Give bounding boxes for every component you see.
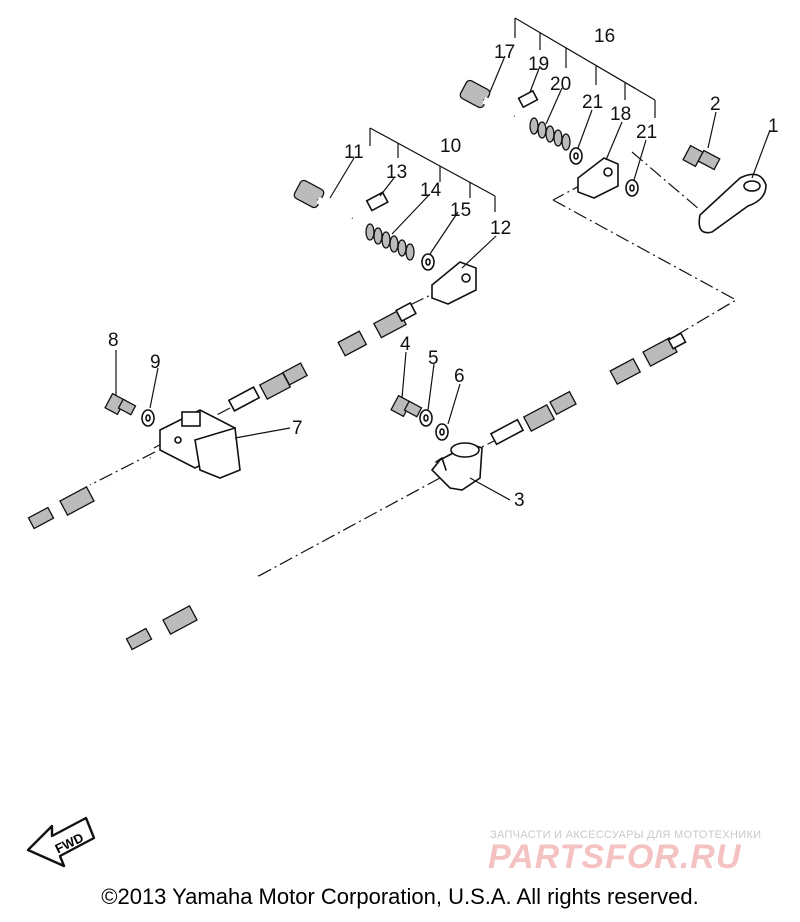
callout-3: 3 xyxy=(514,490,525,511)
callout-10: 10 xyxy=(440,136,461,157)
callout-11: 11 xyxy=(344,142,364,163)
bottom-cable xyxy=(125,575,259,651)
alignment-lines xyxy=(89,151,738,579)
lower-left-cable xyxy=(27,457,151,530)
copyright-notice: ©2013 Yamaha Motor Corporation, U.S.A. A… xyxy=(101,884,699,909)
leader-lines xyxy=(115,55,771,501)
callout-13: 13 xyxy=(386,162,407,183)
group-bracket-16 xyxy=(514,17,656,118)
knob-part-11 xyxy=(293,179,354,222)
callout-1: 1 xyxy=(768,116,779,137)
spring-part-14 xyxy=(365,223,415,261)
callout-4: 4 xyxy=(400,334,411,355)
pin-part-19 xyxy=(517,89,539,109)
callout-16: 16 xyxy=(594,26,615,47)
watermark-tagline: ЗАПЧАСТИ И АКСЕССУАРЫ ДЛЯ МОТОТЕХНИКИ xyxy=(490,829,762,841)
holder-part-3 xyxy=(430,442,483,491)
callout-2: 2 xyxy=(710,94,721,115)
knob-part-17 xyxy=(459,79,516,120)
watermark-brand-logo: PARTSFOR.RU xyxy=(488,838,742,876)
callout-12: 12 xyxy=(490,218,511,239)
callout-21-upper: 21 xyxy=(582,92,603,113)
callout-7: 7 xyxy=(292,418,303,439)
callout-17: 17 xyxy=(494,42,515,63)
callout-8: 8 xyxy=(108,330,119,351)
callout-20: 20 xyxy=(550,74,571,95)
fwd-arrow-icon: FWD xyxy=(26,816,96,868)
callout-9: 9 xyxy=(150,352,161,373)
upper-cable xyxy=(227,301,417,412)
callout-6: 6 xyxy=(454,366,465,387)
callout-15: 15 xyxy=(450,200,471,221)
joint-part-12 xyxy=(431,261,477,305)
joint-part-18 xyxy=(577,157,619,199)
lever-part-1 xyxy=(698,173,767,234)
spring-part-20 xyxy=(529,117,571,151)
callout-19: 19 xyxy=(528,54,549,75)
group-bracket-10 xyxy=(369,127,496,212)
callout-21-lower: 21 xyxy=(636,122,657,143)
callout-18: 18 xyxy=(610,104,631,125)
callout-14: 14 xyxy=(420,180,442,201)
bolts xyxy=(104,144,721,418)
washers xyxy=(141,147,639,441)
callout-5: 5 xyxy=(428,348,439,369)
middle-cable xyxy=(489,332,687,446)
pin-part-13 xyxy=(365,191,389,212)
bracket-part-7 xyxy=(159,409,241,479)
callout-numbers: 1 2 3 4 5 6 7 8 9 10 11 12 13 14 15 16 1… xyxy=(108,26,779,511)
